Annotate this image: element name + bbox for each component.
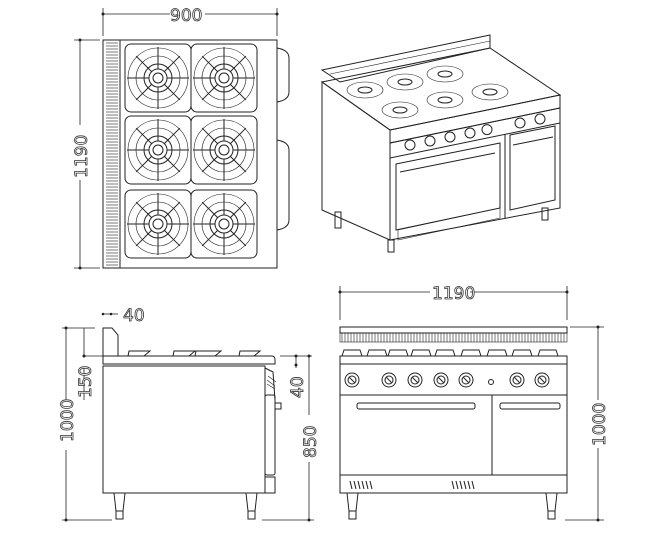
cabinet-door (491, 394, 568, 476)
oven-door-handle (356, 402, 476, 410)
burner (124, 115, 192, 185)
dimension-height-1000-front: 1000 (565, 325, 610, 522)
burner-grate (387, 349, 409, 357)
vent (451, 480, 475, 490)
dim-label-40-splash: 40 (123, 306, 145, 326)
burner-grate (238, 350, 262, 357)
leg (113, 492, 126, 520)
perspective-view (320, 34, 562, 253)
dimension-width-1190: 1190 (338, 284, 569, 320)
knob (481, 124, 493, 136)
dimension-splash-150: 150 (76, 328, 103, 400)
body (102, 365, 266, 494)
burner (426, 91, 464, 109)
burner (471, 83, 509, 101)
control-panel (339, 363, 568, 396)
dim-label-900: 900 (170, 6, 202, 26)
burner-grate (127, 350, 152, 357)
knob-profile (266, 375, 277, 390)
dimension-depth-1190: 1190 (72, 38, 100, 270)
leg (245, 492, 258, 520)
knob (509, 372, 525, 388)
legs (334, 207, 549, 253)
dimension-width-900: 900 (101, 6, 279, 36)
dim-label-1000-side: 1000 (58, 399, 78, 442)
burner-grate (172, 350, 197, 357)
burner-grate (486, 349, 508, 357)
top-slab (102, 355, 276, 365)
vent (397, 207, 501, 241)
burner-grate (341, 349, 363, 357)
dim-label-850: 850 (301, 426, 321, 458)
top-plate (102, 39, 278, 269)
backsplash-hatching (106, 42, 118, 266)
side-view: 40 1000 150 4 (58, 306, 321, 522)
knob (424, 135, 436, 147)
front-view: 1190 1000 (338, 284, 610, 522)
oven-door-profile (264, 394, 276, 476)
burner (190, 43, 258, 113)
ignition-button (488, 379, 494, 385)
burner-grate (511, 349, 533, 357)
dimension-height-1000-side: 1000 (58, 326, 112, 522)
base-plinth (339, 474, 568, 494)
knob (444, 131, 456, 143)
knob (464, 127, 476, 139)
front-panel (389, 107, 561, 241)
handle-rail (276, 47, 290, 103)
top-slab (339, 355, 568, 365)
burner-grate (410, 349, 432, 357)
burner (386, 73, 424, 91)
burner (381, 101, 419, 119)
top-view: 900 1190 (72, 6, 290, 270)
knob (344, 372, 360, 388)
burner (124, 43, 192, 113)
leg (545, 492, 558, 520)
control-panel (264, 367, 276, 401)
backsplash-top (339, 326, 568, 334)
dim-label-1190-depth: 1190 (72, 135, 92, 178)
knob (433, 372, 449, 388)
handle-rail (276, 139, 290, 231)
burner-grate (460, 349, 482, 357)
knob (407, 372, 423, 388)
cabinet-door (509, 125, 556, 211)
dimension-splash-40: 40 (101, 306, 145, 326)
backsplash (102, 327, 119, 357)
door-handle (274, 402, 282, 410)
cabinet-door-handle (499, 402, 561, 410)
knob (381, 372, 397, 388)
dimension-top-40: 40 (280, 354, 312, 398)
burner-grate (434, 349, 456, 357)
burner-grate (537, 349, 559, 357)
dim-label-150: 150 (76, 366, 96, 398)
burner (190, 189, 258, 259)
burner (190, 115, 258, 185)
burner (346, 81, 384, 99)
cooktop (320, 47, 562, 131)
burner-grate (194, 350, 223, 357)
burner-grate (366, 349, 388, 357)
dim-label-1000-front: 1000 (590, 403, 610, 446)
dim-label-40-top: 40 (288, 376, 308, 398)
knob (534, 372, 550, 388)
dimension-work-height-850: 850 (262, 354, 321, 522)
burner (124, 189, 192, 259)
knob (404, 139, 416, 151)
leg (346, 492, 359, 520)
oven-door (395, 142, 501, 231)
vent-profile (264, 476, 276, 494)
oven-door (339, 394, 493, 476)
burner (426, 65, 464, 83)
dim-label-1190-width: 1190 (432, 284, 475, 304)
vent (349, 480, 373, 490)
knob (458, 372, 474, 388)
side-panel (321, 81, 391, 241)
knob (514, 117, 526, 129)
knob (534, 113, 546, 125)
